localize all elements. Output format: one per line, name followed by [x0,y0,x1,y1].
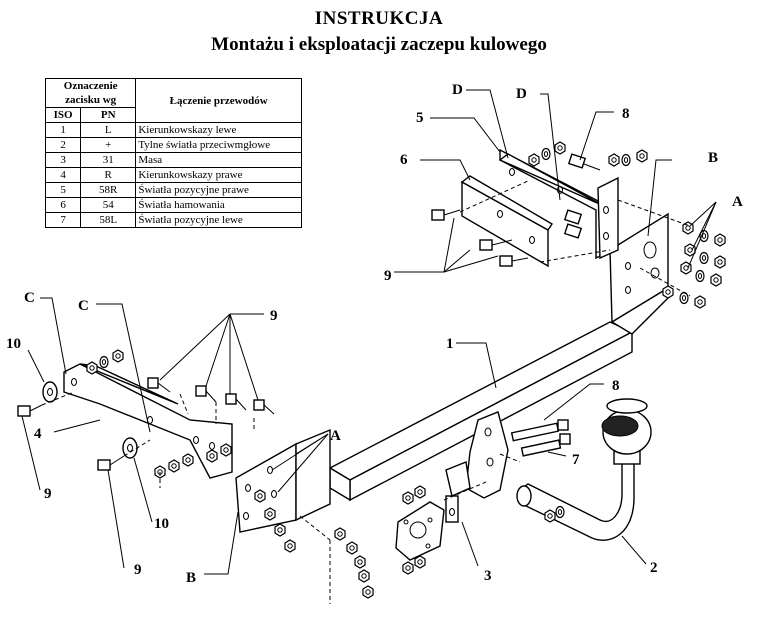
callout-4: 4 [34,426,42,442]
callout-3: 3 [484,568,492,584]
bolt [195,385,217,403]
wire-connection-header: Łączenie przewodów [135,78,302,123]
document-subtitle: Montażu i eksploatacji zaczepu kulowego [211,34,547,55]
callout-a-left: A [330,428,341,444]
pn-cell: 58R [80,182,137,198]
table-row: 2+Tylne światła przeciwmgłowe [44,137,302,153]
callout-10-bottom: 10 [154,516,169,532]
callout-8-bottom: 8 [612,378,620,394]
bolt [147,377,171,393]
callout-c-left: C [24,290,35,306]
connection-cell: Światła pozycyjne prawe [135,182,302,198]
pin [520,433,571,457]
bolt [567,153,601,171]
bolt [479,239,513,251]
callout-a-right: A [732,194,743,210]
bolts [17,153,601,471]
callout-10-top: 10 [6,336,21,352]
callout-c-right: C [78,298,89,314]
pn-cell: 58L [80,212,137,228]
bolt [563,223,583,239]
callout-9-middle: 9 [270,308,278,324]
bolt [225,393,247,411]
callout-d-left: D [452,82,463,98]
callout-9-top: 9 [384,268,392,284]
callout-5: 5 [416,110,424,126]
bolt [510,419,569,442]
tow-ball [516,398,652,541]
bolt [97,455,125,471]
callout-6: 6 [400,152,408,168]
bolt [431,209,461,221]
callout-8-top: 8 [622,106,630,122]
callout-2: 2 [650,560,658,576]
pn-cell: R [80,167,137,183]
connection-cell: Kierunkowskazy prawe [135,167,302,183]
callout-1: 1 [446,336,454,352]
callout-d-right: D [516,86,527,102]
callout-9-left: 9 [44,486,52,502]
pn-cell: 54 [80,197,137,213]
callout-b-right: B [708,150,718,166]
wiring-table: Oznaczenie zacisku wg Łączenie przewodów… [44,78,302,228]
bolt [499,255,529,267]
leader-lines [21,89,717,575]
upper-brackets [460,148,619,268]
assembly-lines [41,179,691,604]
socket-plate [395,495,459,561]
bolt [253,399,275,415]
pn-header: PN [80,107,137,123]
bolt [563,209,583,225]
callout-7: 7 [572,452,580,468]
callout-9-bottom: 9 [134,562,142,578]
terminal-designation-header: Oznaczenie zacisku wg [44,78,137,108]
crossbar [235,212,673,533]
connection-cell: Światła pozycyjne lewe [135,212,302,228]
callout-b-left: B [186,570,196,586]
bolt [17,404,43,417]
connection-cell: Kierunkowskazy lewe [135,122,302,138]
washers [42,381,138,459]
document-title: INSTRUKCJA [314,8,444,29]
